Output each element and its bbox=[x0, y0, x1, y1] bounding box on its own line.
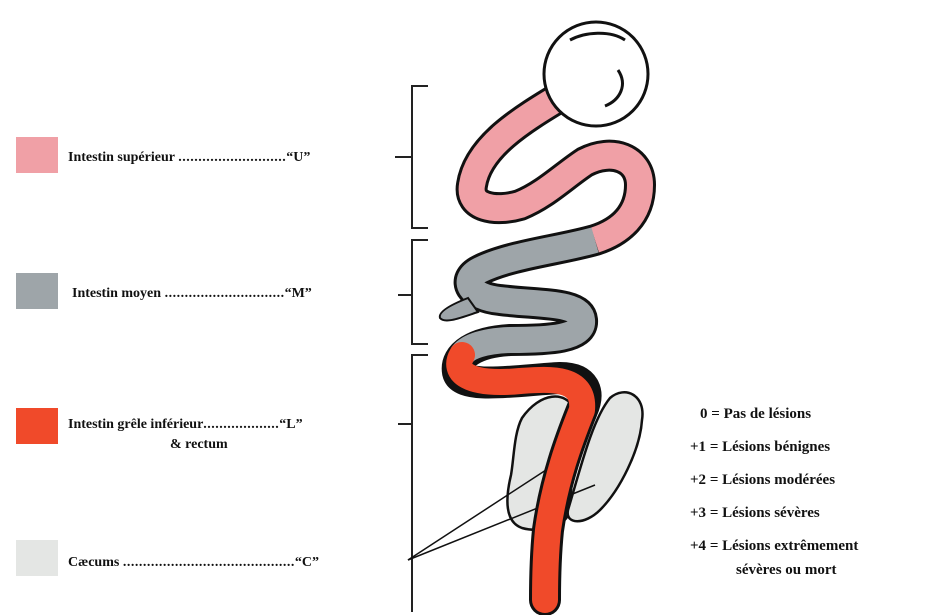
bracket-middle bbox=[398, 240, 428, 344]
score-0: 0 = Pas de lésions bbox=[700, 406, 811, 423]
score-4: +4 = Lésions extrêmement bbox=[690, 538, 858, 555]
crop-circle bbox=[544, 22, 648, 126]
score-2: +2 = Lésions modérées bbox=[690, 472, 835, 489]
segment-middle bbox=[462, 240, 595, 355]
bracket-lower bbox=[398, 355, 428, 612]
score-3: +3 = Lésions sévères bbox=[690, 505, 820, 522]
score-1: +1 = Lésions bénignes bbox=[690, 439, 830, 456]
bracket-upper bbox=[395, 86, 428, 228]
score-4-line2: sévères ou mort bbox=[736, 562, 837, 579]
